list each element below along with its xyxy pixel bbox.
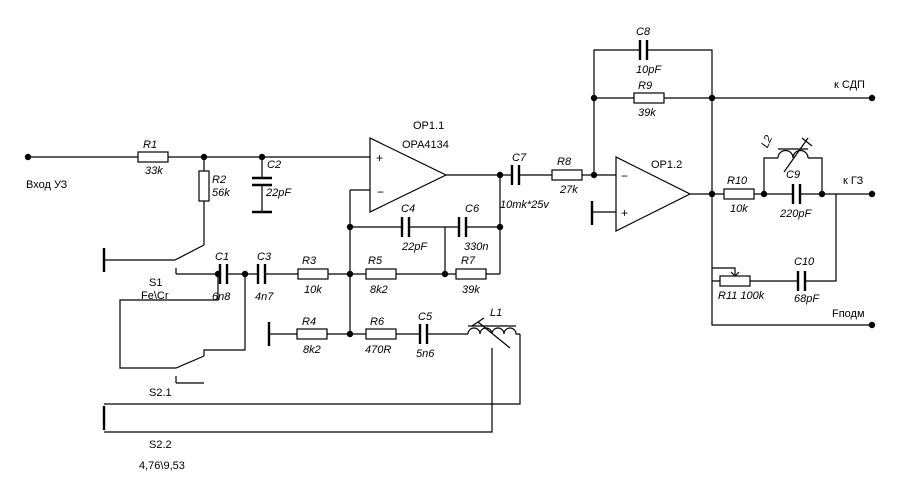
R3-value: 10k [304,284,322,296]
R8-value: 27k [559,184,578,196]
C10-value: 68pF [794,293,820,305]
R5-ref: R5 [368,255,383,267]
resistor-R2 [198,170,210,202]
R5-value: 8k2 [370,284,388,296]
C9-ref: C9 [786,169,800,181]
out-gz-label: к ГЗ [843,175,864,187]
junction-dots [24,94,876,338]
C1-value: 6n8 [212,291,231,303]
L2-ref: L2 [759,134,775,150]
R10-ref: R10 [727,175,748,187]
capacitor-C4 [400,217,411,237]
C1-ref: C1 [215,251,229,263]
s1-ref-label: S1 [149,277,162,289]
fpodm-label: Fподм [832,308,865,320]
inductor-L2 [777,137,813,173]
R6-value: 470R [365,344,391,356]
resistor-R7 [455,268,487,280]
resistor-R5 [365,268,397,280]
R6-ref: R6 [370,316,385,328]
signal-labels: Вход УЗ к СДП к ГЗ Fподм OP1.1 OPA4134 O… [26,79,865,472]
R1-ref: R1 [143,139,157,151]
out-sdp-label: к СДП [834,79,865,91]
component-labels: R1 33k R2 56k C2 22pF C1 6n8 C3 4n7 R3 1… [143,26,820,360]
R9-value: 39k [638,107,656,119]
s22-ref-label: S2.2 [149,439,172,451]
s1-desc-label: Fe\Cr [141,290,169,302]
resistors [137,92,755,340]
R2-value: 56k [212,187,230,199]
resistor-R8 [551,169,583,181]
L1-ref: L1 [490,307,502,319]
C6-value: 330n [464,241,488,253]
capacitor-C8 [638,40,649,60]
C6-ref: C6 [465,203,480,215]
C2-value: 22pF [265,187,292,199]
resistor-R6 [365,328,397,340]
op12-plus-label: + [621,206,628,220]
R7-ref: R7 [461,255,476,267]
op11-part-label: OPA4134 [402,139,449,151]
R2-ref: R2 [212,174,226,186]
capacitors [218,40,807,344]
R8-ref: R8 [557,156,572,168]
capacitor-C6 [457,217,468,237]
R7-value: 39k [462,284,480,296]
wiring [28,49,872,433]
op11-plus-label: + [376,151,383,165]
R4-value: 8k2 [303,344,321,356]
resistor-R10 [723,188,755,200]
opamp-OP1.2: − + [615,156,692,232]
capacitor-C7 [510,165,521,185]
C8-ref: C8 [636,26,651,38]
op12-minus-label: − [621,169,628,183]
C4-ref: C4 [401,203,415,215]
C9-value: 220pF [779,208,812,220]
capacitor-C2 [252,176,272,187]
opamp-OP1.1: + − [369,137,448,213]
s22-desc-label: 4,76\9,53 [139,460,185,472]
resistor-R3 [297,268,329,280]
input-label: Вход УЗ [26,179,68,191]
C8-value: 10pF [636,64,662,76]
resistor-R9 [633,92,665,104]
R1-value: 33k [145,165,163,177]
C5-value: 5n6 [416,348,435,360]
R10-value: 10k [730,203,748,215]
op11-ref-label: OP1.1 [413,120,444,132]
s21-ref-label: S2.1 [149,387,172,399]
C7-value: 10mk*25v [500,199,550,211]
resistor-R1 [137,151,169,163]
R4-ref: R4 [302,316,316,328]
C3-value: 4n7 [255,291,274,303]
C7-ref: C7 [512,152,527,164]
C2-ref: C2 [267,159,281,171]
capacitor-C10 [796,271,807,291]
capacitor-C9 [791,184,802,204]
capacitor-C5 [418,324,429,344]
C10-ref: C10 [794,256,815,268]
R3-ref: R3 [302,255,317,267]
resistor-R4 [296,328,328,340]
op12-ref-label: OP1.2 [651,159,682,171]
R9-ref: R9 [638,80,652,92]
R11-label: R11 100k [718,290,765,302]
C3-ref: C3 [257,251,272,263]
C5-ref: C5 [418,311,433,323]
inductor-L1 [467,317,520,349]
capacitor-C3 [256,264,267,284]
C4-value: 22pF [401,241,428,253]
potentiometer-R11 [712,267,751,287]
op11-minus-label: − [377,185,384,199]
